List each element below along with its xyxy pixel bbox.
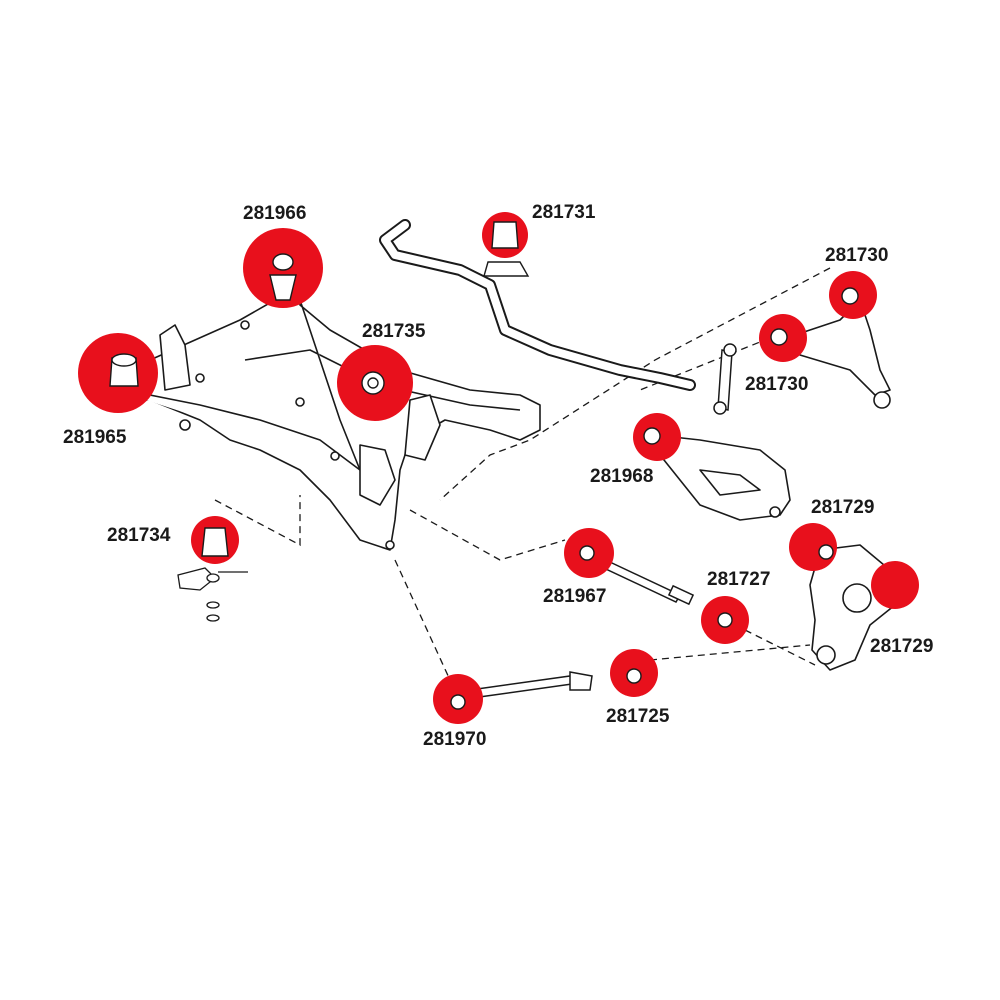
- bushing-281734-body: [201, 527, 229, 557]
- stabilizer-link-rod: [717, 349, 733, 411]
- leader-line-281734: [214, 495, 301, 547]
- lateral-link-rod: [469, 675, 573, 699]
- stabilizer-bar-inner: [381, 221, 694, 389]
- subframe-hole-1: [195, 373, 205, 383]
- subframe-hole-6: [179, 419, 191, 431]
- subframe-hole-3: [295, 397, 305, 407]
- toe-link: [589, 554, 695, 606]
- bushing-281966-body: [269, 274, 297, 301]
- lower-control-arm: [654, 434, 791, 521]
- bushing-281727-eye: [717, 612, 733, 628]
- label-281970: 281970: [423, 729, 487, 750]
- upper-control-arm-balljoint: [873, 391, 891, 409]
- bushing-281966-sleeve: [272, 253, 294, 271]
- subframe-hole-4: [330, 451, 340, 461]
- bushing-281725-eye: [626, 668, 642, 684]
- leader-line-281730: [439, 267, 831, 501]
- mount-washer-2: [206, 601, 220, 609]
- subframe-side-rail: [299, 299, 361, 471]
- label-281729-top: 281729: [811, 497, 875, 518]
- leader-line-281970: [394, 559, 451, 681]
- bushing-281731-bracket: [483, 261, 530, 277]
- leader-line-281727: [744, 629, 816, 666]
- mount-washer-1: [206, 573, 220, 583]
- label-281966: 281966: [243, 203, 307, 224]
- label-281968: 281968: [590, 466, 654, 487]
- lateral-link: [469, 671, 593, 699]
- mount-bracket: [177, 567, 216, 591]
- knuckle-lower-eye: [816, 645, 836, 665]
- lower-control-arm-hole: [769, 506, 781, 518]
- label-281731: 281731: [532, 202, 596, 223]
- label-281965: 281965: [63, 427, 127, 448]
- bushing-281735-core: [367, 377, 379, 389]
- upper-control-arm: [779, 299, 891, 409]
- stabilizer-link: [713, 343, 737, 415]
- toe-link-adjuster: [667, 584, 695, 606]
- bushing-281729-top-eye: [818, 544, 834, 560]
- bushing-281968-eye: [643, 427, 661, 445]
- bushing-281730-mid-eye: [770, 328, 788, 346]
- knuckle-hub-hole: [842, 583, 872, 613]
- lateral-link-end: [569, 671, 593, 691]
- subframe-front-beam: [99, 384, 361, 471]
- label-281730-mid: 281730: [745, 374, 809, 395]
- bushing-details: [109, 221, 859, 710]
- subframe-hole-2: [240, 320, 250, 330]
- label-281725: 281725: [606, 706, 670, 727]
- bushing-281970-eye: [450, 694, 466, 710]
- bushing-highlights: [78, 212, 919, 724]
- subframe: [91, 264, 541, 551]
- lower-control-arm-pocket: [699, 469, 761, 496]
- leader-line-281725: [649, 644, 811, 661]
- subframe-bracket-rear: [404, 394, 441, 461]
- label-281967: 281967: [543, 586, 607, 607]
- stabilizer-link-top: [723, 343, 737, 357]
- label-281727: 281727: [707, 569, 771, 590]
- bushing-281731-clamp: [491, 221, 519, 249]
- mount-washer-3: [206, 614, 220, 622]
- bushing-281965-top: [111, 353, 137, 367]
- label-281729-bottom: 281729: [870, 636, 934, 657]
- stabilizer-bar-outer: [379, 219, 696, 391]
- leader-line-281967: [409, 509, 566, 561]
- stabilizer-link-bottom: [713, 401, 727, 415]
- label-281730-top: 281730: [825, 245, 889, 266]
- label-281735: 281735: [362, 321, 426, 342]
- subframe-outline: [91, 264, 541, 551]
- bushing-281730-top-eye: [841, 287, 859, 305]
- label-281734: 281734: [107, 525, 171, 546]
- bushing-281729-bottom: [871, 561, 919, 609]
- bushing-281967-eye: [579, 545, 595, 561]
- subframe-bracket-left: [159, 324, 191, 391]
- subframe-hole-5: [385, 540, 395, 550]
- stabilizer-bar: [379, 219, 696, 391]
- subframe-bracket-lower: [359, 444, 396, 506]
- mount-hardware: [177, 567, 248, 622]
